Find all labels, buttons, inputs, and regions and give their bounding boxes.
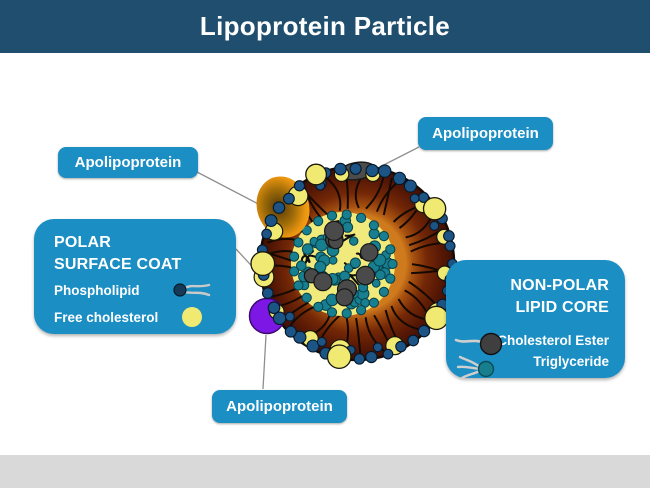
cholesterol-ester-icon [454, 332, 503, 356]
callout-label: Apolipoprotein [74, 154, 182, 171]
connector-apo-bottom [262, 334, 267, 390]
phospholipid-icon [168, 280, 214, 300]
legend-label: Free cholesterol [54, 309, 159, 325]
nonpolar-box-heading: NON-POLAR LIPID CORE [510, 277, 609, 316]
callout-label: Apolipoprotein [432, 125, 539, 142]
legend-label: Phospholipid [54, 282, 140, 298]
nonpolar-lipid-core-box: NON-POLAR LIPID CORE Cholesterol Ester T… [446, 260, 625, 380]
polar-box-heading: POLAR SURFACE COAT [54, 234, 182, 273]
title-bar: Lipoprotein Particle [0, 0, 650, 53]
free-cholesterol-icon [168, 306, 214, 328]
callout-apolipoprotein-bottom: Apolipoprotein [212, 390, 347, 423]
core-lipids [289, 209, 398, 319]
legend-label: Triglyceride [533, 354, 609, 370]
nonpolar-box-items: Cholesterol Ester Triglyceride [446, 331, 609, 373]
connector-apo-left [196, 171, 267, 209]
legend-row-free-cholesterol: Free cholesterol [54, 305, 214, 329]
callout-apolipoprotein-top: Apolipoprotein [418, 117, 553, 150]
polar-surface-coat-box: POLAR SURFACE COAT Phospholipid Free cho… [34, 219, 236, 334]
page-title: Lipoprotein Particle [199, 11, 451, 41]
nonpolar-box-icons [452, 330, 512, 391]
legend-row-phospholipid: Phospholipid [54, 278, 214, 302]
footer-strip [0, 455, 650, 488]
callout-label: Apolipoprotein [226, 398, 333, 415]
triglyceride-icon [456, 355, 495, 380]
callout-apolipoprotein-left: Apolipoprotein [58, 147, 198, 178]
legend-label: Cholesterol Ester [497, 333, 609, 349]
